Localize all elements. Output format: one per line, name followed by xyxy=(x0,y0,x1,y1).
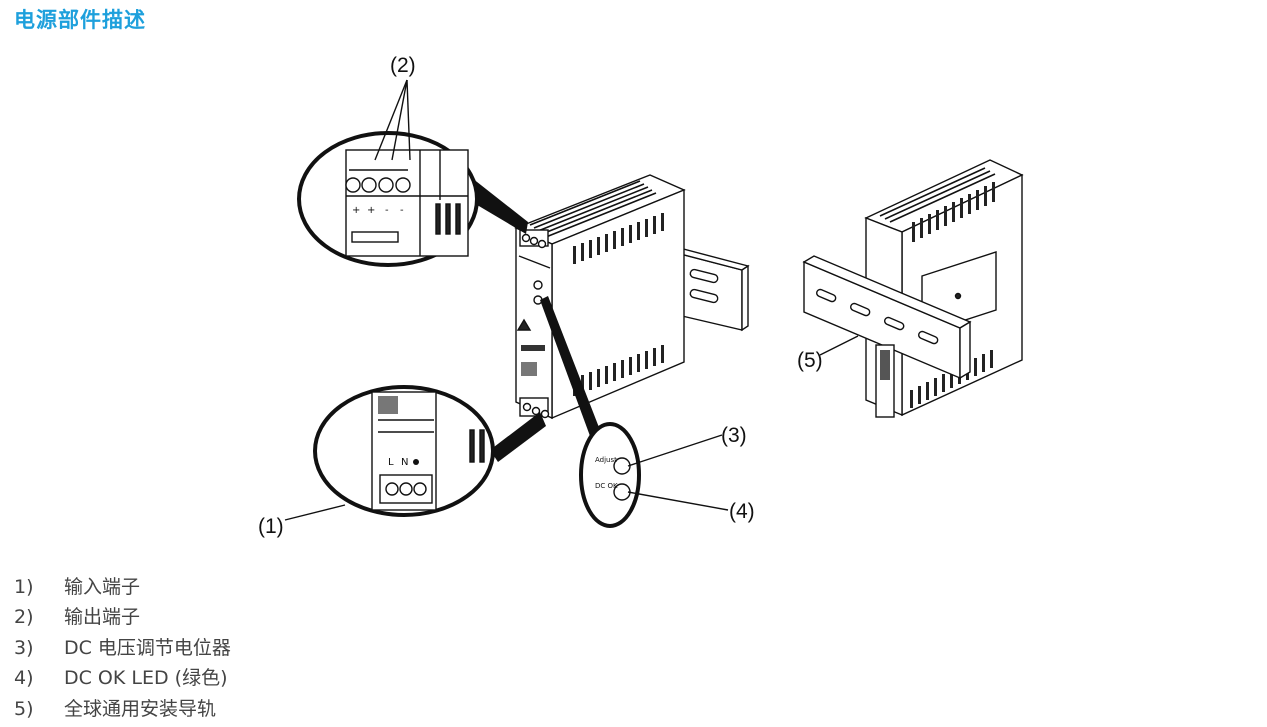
svg-text:DC OK: DC OK xyxy=(595,482,618,490)
legend-number: 3) xyxy=(14,636,34,659)
svg-text:+: + xyxy=(352,205,360,216)
legend-item: 4) DC OK LED (绿色) xyxy=(14,663,231,693)
legend-number: 1) xyxy=(14,576,34,598)
power-supply-rear-view xyxy=(802,159,1024,418)
legend-number: 5) xyxy=(14,697,34,720)
legend-item: 1) 输入端子 xyxy=(14,572,231,602)
legend-text: 输出端子 xyxy=(64,606,141,629)
svg-text:-: - xyxy=(385,205,389,216)
callout-4: (4) xyxy=(729,500,755,523)
callout-3: (3) xyxy=(721,424,747,447)
legend-text: DC 电压调节电位器 xyxy=(64,636,231,659)
callout-5: (5) xyxy=(797,349,823,372)
legend-text: 输入端子 xyxy=(64,576,141,598)
legend-item: 2) 输出端子 xyxy=(14,602,231,632)
power-supply-unit xyxy=(514,174,686,420)
legend-number: 4) xyxy=(14,667,34,690)
legend-text: 全球通用安装导轨 xyxy=(64,697,217,720)
legend-item: 5) 全球通用安装导轨 xyxy=(14,694,231,724)
svg-text:Adjust: Adjust xyxy=(595,456,617,464)
zoom-output-terminals: + + - - xyxy=(297,79,528,267)
svg-text:N: N xyxy=(401,457,408,468)
zoom-led-potentiometer: Adjust DC OK xyxy=(540,296,729,528)
power-supply-diagram: + + - - L N xyxy=(258,54,1024,538)
svg-text:L: L xyxy=(388,457,394,468)
svg-text:+: + xyxy=(367,205,375,216)
legend-text: DC OK LED (绿色) xyxy=(64,667,228,690)
callout-1: (1) xyxy=(258,515,284,538)
section-title: 电源部件描述 xyxy=(14,8,146,32)
zoom-input-terminals: L N xyxy=(284,385,546,521)
svg-text:-: - xyxy=(400,205,404,216)
legend-number: 2) xyxy=(14,606,34,629)
legend-item: 3) DC 电压调节电位器 xyxy=(14,633,231,663)
callout-2: (2) xyxy=(390,54,416,77)
component-legend: 1) 输入端子 2) 输出端子 3) DC 电压调节电位器 4) DC OK LED (… xyxy=(14,572,231,724)
